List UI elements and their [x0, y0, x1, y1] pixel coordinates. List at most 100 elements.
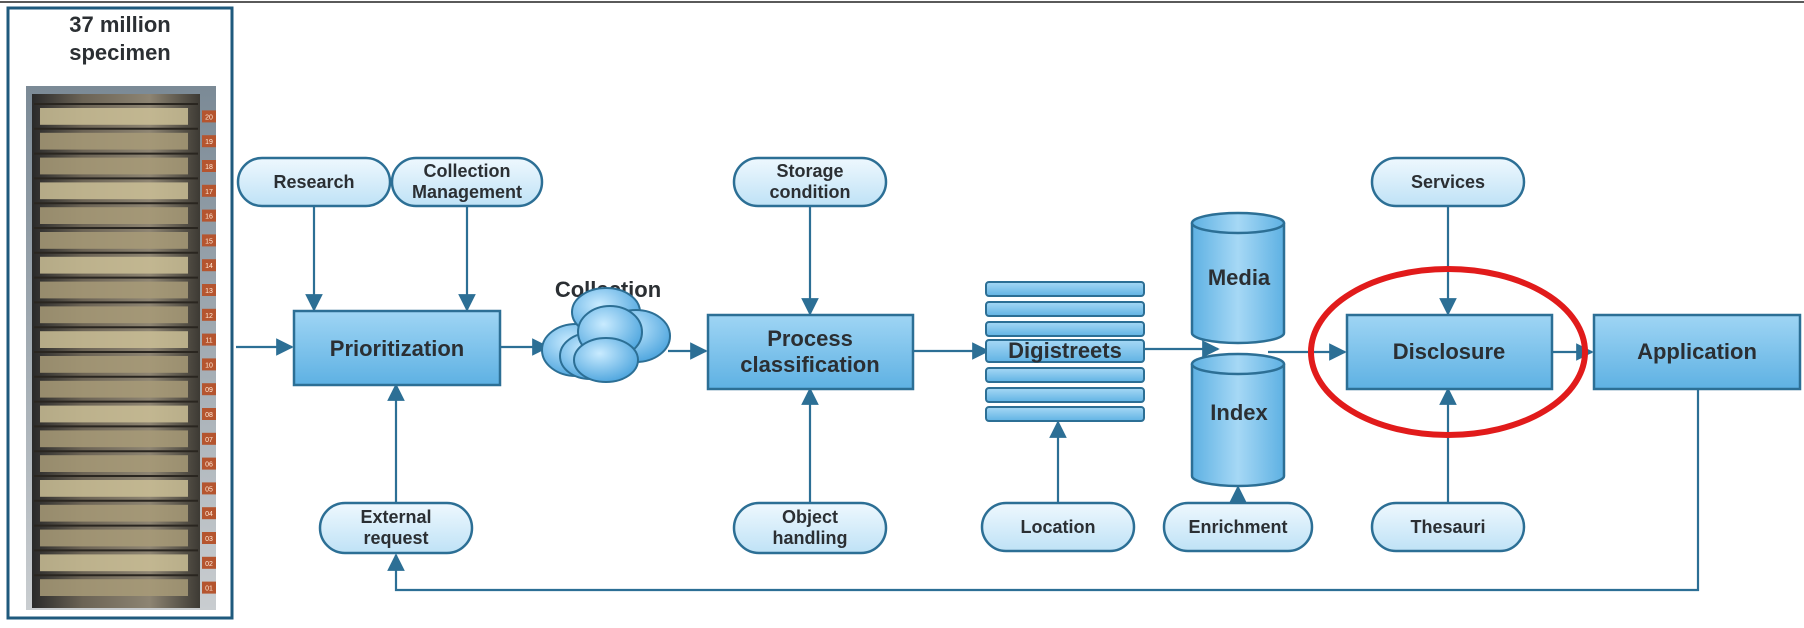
box-process-classification-label-1: Process — [767, 326, 853, 351]
pill-collection-management: Collection Management — [390, 156, 544, 208]
tower-floor-number: 20 — [205, 114, 213, 121]
pill-external-request-label-1: External — [360, 507, 431, 527]
box-process-classification-label-2: classification — [740, 352, 879, 377]
tower-floor — [40, 207, 188, 224]
tower-floor — [40, 108, 188, 125]
pill-storage-condition-label-1: Storage — [776, 161, 843, 181]
pill-thesauri-label: Thesauri — [1410, 517, 1485, 537]
tower-floor — [40, 132, 188, 150]
pill-location-label: Location — [1021, 517, 1096, 537]
highlight-circle — [1308, 266, 1588, 438]
pill-object-handling-label-2: handling — [773, 528, 848, 548]
tower-floor-tag — [202, 234, 216, 247]
tower-floor-tag — [202, 581, 216, 594]
tower-floor-number: 14 — [205, 263, 213, 270]
pill-collection-management-label-2: Management — [412, 182, 522, 202]
tower-floor-number: 06 — [205, 462, 213, 469]
tower-floor-number: 18 — [205, 164, 213, 171]
collection-cloud: Collection — [541, 277, 671, 383]
digistreets-label: Digistreets — [1008, 338, 1122, 363]
tower-floor — [40, 405, 188, 423]
pill-storage-condition: Storage condition — [732, 156, 888, 208]
box-disclosure-label: Disclosure — [1393, 339, 1506, 364]
box-prioritization-label: Prioritization — [330, 336, 464, 361]
tower-floor — [40, 232, 188, 249]
pill-enrichment-label: Enrichment — [1188, 517, 1287, 537]
tower-floor-tag — [202, 110, 216, 123]
tower-floor-number: 17 — [205, 189, 213, 196]
tower-floor-number: 04 — [205, 511, 213, 518]
pill-research-label: Research — [273, 172, 354, 192]
tower-floor-tag — [202, 259, 216, 272]
pill-object-handling-label-1: Object — [782, 507, 838, 527]
arrow-application-feedback-loop — [387, 390, 1700, 592]
tower-floor-number: 13 — [205, 288, 213, 295]
tower-floor — [40, 529, 188, 547]
tower-floor-tag — [202, 532, 216, 544]
cloud-icon — [541, 287, 671, 383]
tower-floor-number: 07 — [205, 437, 213, 444]
tower-floor-tag — [202, 408, 216, 420]
tower-floor-number: 16 — [205, 214, 213, 221]
tower-floor — [40, 455, 188, 472]
tower-floor-tag — [202, 432, 216, 445]
tower-floor-number: 01 — [205, 586, 213, 593]
pill-external-request: External request — [318, 501, 474, 555]
tower-floor — [40, 579, 188, 596]
tower-floor-number: 10 — [205, 362, 213, 369]
tower-floor — [40, 480, 188, 497]
tower-floor-number: 12 — [205, 313, 213, 320]
tower-floor-tag — [202, 184, 216, 197]
tower-floor-number: 19 — [205, 139, 213, 146]
tower-floor — [40, 554, 188, 572]
pill-location: Location — [980, 501, 1136, 553]
tower-floor-tag — [202, 135, 216, 148]
tower-panel: 37 million specimen 20191817161514131211… — [6, 6, 234, 620]
tower-floor-number: 03 — [205, 536, 213, 543]
tower-floor-number: 05 — [205, 486, 213, 493]
box-prioritization: Prioritization — [292, 309, 502, 387]
tower-floor-tag — [202, 333, 216, 346]
pill-external-request-label-2: request — [363, 528, 428, 548]
tower-floor-tag — [202, 507, 216, 520]
tower-floor-number: 08 — [205, 412, 213, 419]
tower-floor-tag — [202, 160, 216, 172]
tower-floor-tag — [202, 209, 216, 222]
tower-floor — [40, 356, 188, 373]
pill-thesauri: Thesauri — [1370, 501, 1526, 553]
connectors — [236, 206, 1700, 592]
tower-floor-number: 11 — [205, 338, 212, 345]
tower-floor-tag — [202, 457, 216, 470]
tower-floor — [40, 281, 188, 299]
tower-floor-tag — [202, 383, 216, 396]
cylinder-index: Index — [1190, 352, 1286, 488]
tower-title-line2: specimen — [69, 40, 171, 65]
pill-services: Services — [1370, 156, 1526, 208]
box-disclosure: Disclosure — [1345, 313, 1554, 391]
tower-floor-tag — [202, 308, 216, 321]
pill-enrichment: Enrichment — [1162, 501, 1314, 553]
tower-floor-tag — [202, 358, 216, 371]
box-application-label: Application — [1637, 339, 1757, 364]
pill-storage-condition-label-2: condition — [770, 182, 851, 202]
cylinder-index-label: Index — [1210, 400, 1268, 425]
box-application: Application — [1592, 313, 1802, 391]
tower-floor-tag — [202, 556, 216, 569]
pill-object-handling: Object handling — [732, 501, 888, 555]
tower-floor-number: 02 — [205, 561, 213, 568]
box-process-classification: Process classification — [706, 313, 915, 391]
tower-floor — [40, 157, 188, 175]
tower-floor — [40, 256, 188, 274]
tower-floor — [40, 182, 188, 200]
tower-floor-tag — [202, 284, 216, 296]
tower-floor-tag — [202, 482, 216, 495]
pill-research: Research — [236, 156, 392, 208]
tower-floor-number: 09 — [205, 387, 213, 394]
pill-services-label: Services — [1411, 172, 1485, 192]
pill-collection-management-label-1: Collection — [423, 161, 510, 181]
tower-title-line1: 37 million — [69, 12, 170, 37]
cylinder-media-label: Media — [1208, 265, 1271, 290]
